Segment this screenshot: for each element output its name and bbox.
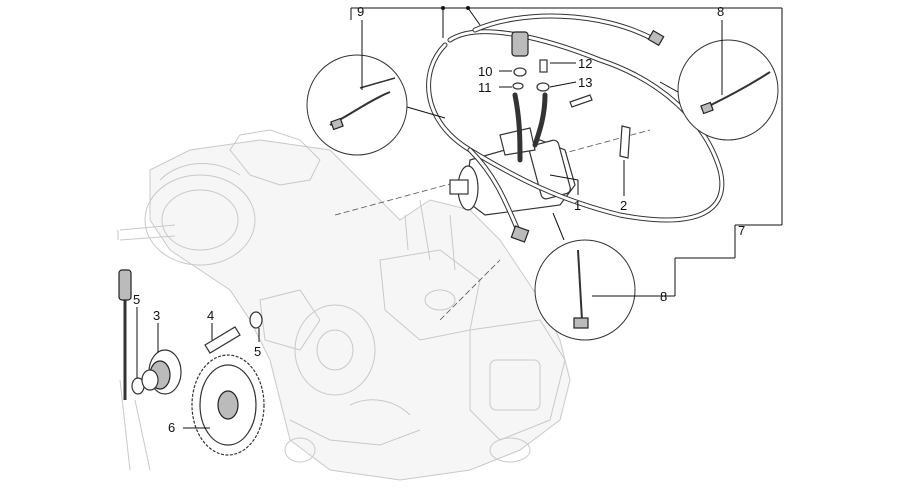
detail-callout-right bbox=[659, 39, 779, 141]
label-10: 10 bbox=[478, 64, 492, 79]
detail-callout-left bbox=[306, 54, 446, 156]
engine-block bbox=[117, 129, 571, 481]
hardware-parts bbox=[511, 31, 631, 159]
label-8-right: 8 bbox=[717, 4, 724, 19]
label-9: 8 bbox=[660, 289, 667, 304]
label-7: 7 bbox=[738, 223, 745, 238]
part-number-labels: 9 8 10 11 12 13 1 2 7 8 5 3 4 5 6 bbox=[133, 4, 745, 435]
detail-callout-bottom bbox=[534, 212, 636, 341]
label-3: 3 bbox=[153, 308, 160, 323]
label-8-left: 9 bbox=[357, 4, 364, 19]
screw-12 bbox=[539, 59, 548, 73]
label-1: 1 bbox=[574, 198, 581, 213]
label-4: 4 bbox=[207, 308, 214, 323]
bolt-2 bbox=[619, 125, 631, 159]
label-5-left: 5 bbox=[133, 292, 140, 307]
washer-13 bbox=[536, 82, 550, 92]
starter-gear-parts bbox=[118, 269, 265, 456]
washer-5-right bbox=[249, 311, 263, 329]
label-6: 6 bbox=[168, 420, 175, 435]
cable-harness bbox=[426, 13, 725, 243]
label-12: 12 bbox=[578, 56, 592, 71]
nut-11 bbox=[512, 82, 524, 90]
washer-10 bbox=[513, 67, 527, 77]
pin-4 bbox=[204, 326, 241, 354]
label-13: 13 bbox=[578, 75, 592, 90]
bolt-upper bbox=[569, 94, 593, 108]
label-2: 2 bbox=[620, 198, 627, 213]
label-5-right: 5 bbox=[254, 344, 261, 359]
label-11: 11 bbox=[478, 80, 492, 95]
leader-lines bbox=[136, 6, 783, 429]
boot-cap bbox=[511, 31, 529, 57]
